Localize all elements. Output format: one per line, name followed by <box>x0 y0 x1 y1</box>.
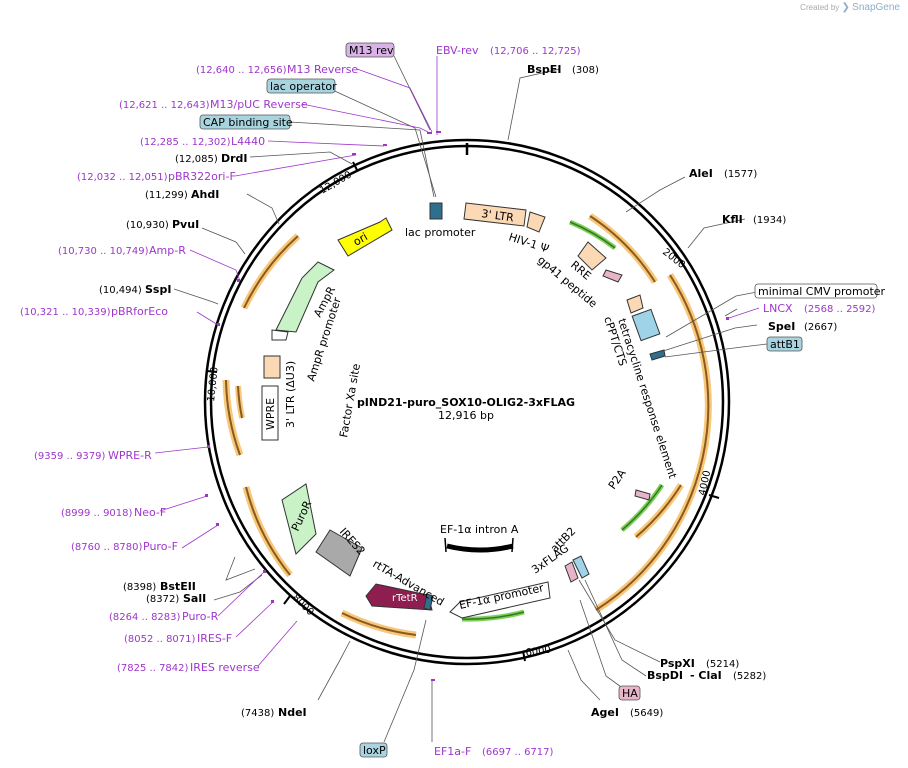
site-spei-pos: (2667) <box>804 322 837 333</box>
snapgene-logo: ❯ <box>841 2 850 13</box>
site-drdi-pos: (12,085) <box>175 154 218 165</box>
primer-ef1a-f-pos: (6697 .. 6717) <box>482 747 554 758</box>
credit-brand: SnapGene <box>852 2 900 13</box>
tick-marks <box>206 143 720 662</box>
feature-wpre-box-label: WPRE <box>264 398 277 430</box>
tick-label-6000: 6000 <box>525 645 552 659</box>
primer-m13-reverse: M13 Reverse <box>287 63 358 76</box>
tick-label-10000: 10,000 <box>206 366 221 402</box>
site-alei: AleI <box>689 167 713 180</box>
primer-ebv-rev-pos: (12,706 .. 12,725) <box>490 46 581 57</box>
primer-pbrforeco: pBRforEco <box>111 305 168 318</box>
site-sali: SalI <box>183 592 206 605</box>
primer-puro-r-pos: (8264 .. 8283) <box>109 612 181 623</box>
box-min-cmv-promoter: minimal CMV promoter <box>758 285 886 298</box>
primer-wpre-r: WPRE-R <box>108 449 152 462</box>
primer-puro-f: Puro-F <box>143 540 178 553</box>
primer-labels: EBV-rev (12,706 .. 12,725) (12,640 .. 12… <box>20 44 876 758</box>
site-ndei: NdeI <box>278 706 307 719</box>
box-lac-operator: lac operator <box>270 80 337 93</box>
site-ahdi: AhdI <box>191 188 219 201</box>
primer-neo-f-pos: (8999 .. 9018) <box>61 508 133 519</box>
site-bsteii: BstEII <box>160 580 196 593</box>
feature-rtetr-label: rTetR <box>392 593 418 604</box>
feature-3-ltr: 3' LTR <box>481 207 515 224</box>
primer-marks <box>205 131 729 681</box>
snapgene-credit: Created by ❯ SnapGene <box>800 2 900 13</box>
feature-lac-promoter: lac promoter <box>405 226 476 239</box>
site-bsteii-pos: (8398) <box>123 582 156 593</box>
feature-hiv-psi: HIV-1 Ψ <box>507 230 551 255</box>
site-bspei: BspEI <box>527 63 561 76</box>
site-sspi-pos: (10,494) <box>99 285 142 296</box>
site-agei-pos: (5649) <box>630 708 663 719</box>
box-cap-binding-site: CAP binding site <box>203 116 293 129</box>
box-ha: HA <box>622 687 638 700</box>
primer-pbr322ori-f: pBR322ori-F <box>168 170 236 183</box>
primer-amp-r: Amp-R <box>149 244 186 257</box>
primer-ires-f: IRES-F <box>197 632 232 645</box>
primer-m13-reverse-pos: (12,640 .. 12,656) <box>196 65 287 76</box>
primer-ires-reverse: IRES reverse <box>190 661 260 674</box>
primer-wpre-r-pos: (9359 .. 9379) <box>34 451 106 462</box>
primer-lncx: LNCX <box>763 302 793 315</box>
primer-pbrforeco-pos: (10,321 .. 10,339) <box>20 307 111 318</box>
primer-lncx-pos: (2568 .. 2592) <box>804 304 876 315</box>
primer-ebv-rev: EBV-rev <box>436 44 479 57</box>
primer-m13puc-reverse: M13/pUC Reverse <box>210 98 308 111</box>
site-kfli-pos: (1934) <box>753 215 786 226</box>
site-pspxi-pos: (5214) <box>706 659 739 670</box>
feature-tre: tetracycline response element <box>615 317 679 481</box>
features: rTetR PuroR WPRE ori <box>261 202 666 619</box>
site-kfli: KflI <box>722 213 743 226</box>
plasmid-size: 12,916 bp <box>438 409 494 422</box>
primer-neo-f: Neo-F <box>134 506 166 519</box>
primer-ef1a-f: EF1a-F <box>434 745 471 758</box>
tick-label-12000: 12,000 <box>318 170 354 197</box>
primer-leader-lines <box>154 56 760 667</box>
primer-ires-reverse-pos: (7825 .. 7842) <box>117 663 189 674</box>
site-drdi: DrdI <box>221 152 248 165</box>
primer-pbr322ori-f-pos: (12,032 .. 12,051) <box>77 172 168 183</box>
feature-ef1a-intron: EF-1α intron A <box>440 523 519 536</box>
site-bspei-pos: (308) <box>572 65 599 76</box>
site-pspxi: PspXI <box>660 657 695 670</box>
site-agei: AgeI <box>591 706 619 719</box>
primer-puro-f-pos: (8760 .. 8780) <box>71 542 143 553</box>
plasmid-name: pIND21-puro_SOX10-OLIG2-3xFLAG <box>357 396 575 409</box>
site-pvui-pos: (10,930) <box>126 220 169 231</box>
site-clai-pos: (5282) <box>733 671 766 682</box>
sites-left: (12,085) DrdI (11,299) AhdI (10,930) Pvu… <box>99 152 307 719</box>
box-attb1: attB1 <box>770 338 800 351</box>
primer-puro-r: Puro-R <box>182 610 219 623</box>
site-alei-pos: (1577) <box>724 169 757 180</box>
feature-3-ltr-du3: 3' LTR (ΔU3) <box>284 361 297 428</box>
box-m13-rev: M13 rev <box>349 44 394 57</box>
box-loxp: loxP <box>363 744 386 757</box>
primer-m13puc-reverse-pos: (12,621 .. 12,643) <box>119 100 210 111</box>
site-spei: SpeI <box>768 320 795 333</box>
site-sali-pos: (8372) <box>146 594 179 605</box>
site-bspdi: BspDI <box>647 669 683 682</box>
primer-arcs <box>222 213 712 639</box>
site-pvui: PvuI <box>172 218 199 231</box>
primer-l4440-pos: (12,285 .. 12,302) <box>140 137 231 148</box>
feature-ori-label: ori <box>351 230 370 248</box>
feature-p2a: P2A <box>606 467 629 492</box>
sites-right: BspEI (308) AleI (1577) KflI (1934) SpeI… <box>527 63 837 719</box>
primer-amp-r-pos: (10,730 .. 10,749) <box>58 246 149 257</box>
site-clai: - ClaI <box>690 669 722 682</box>
primer-l4440: L4440 <box>231 135 265 148</box>
site-sspi: SspI <box>145 283 171 296</box>
primer-ires-f-pos: (8052 .. 8071) <box>124 634 196 645</box>
boxed-labels: M13 rev lac operator CAP binding site mi… <box>199 42 886 758</box>
site-ndei-pos: (7438) <box>241 708 274 719</box>
site-ahdi-pos: (11,299) <box>145 190 188 201</box>
credit-text: Created by <box>800 3 840 12</box>
